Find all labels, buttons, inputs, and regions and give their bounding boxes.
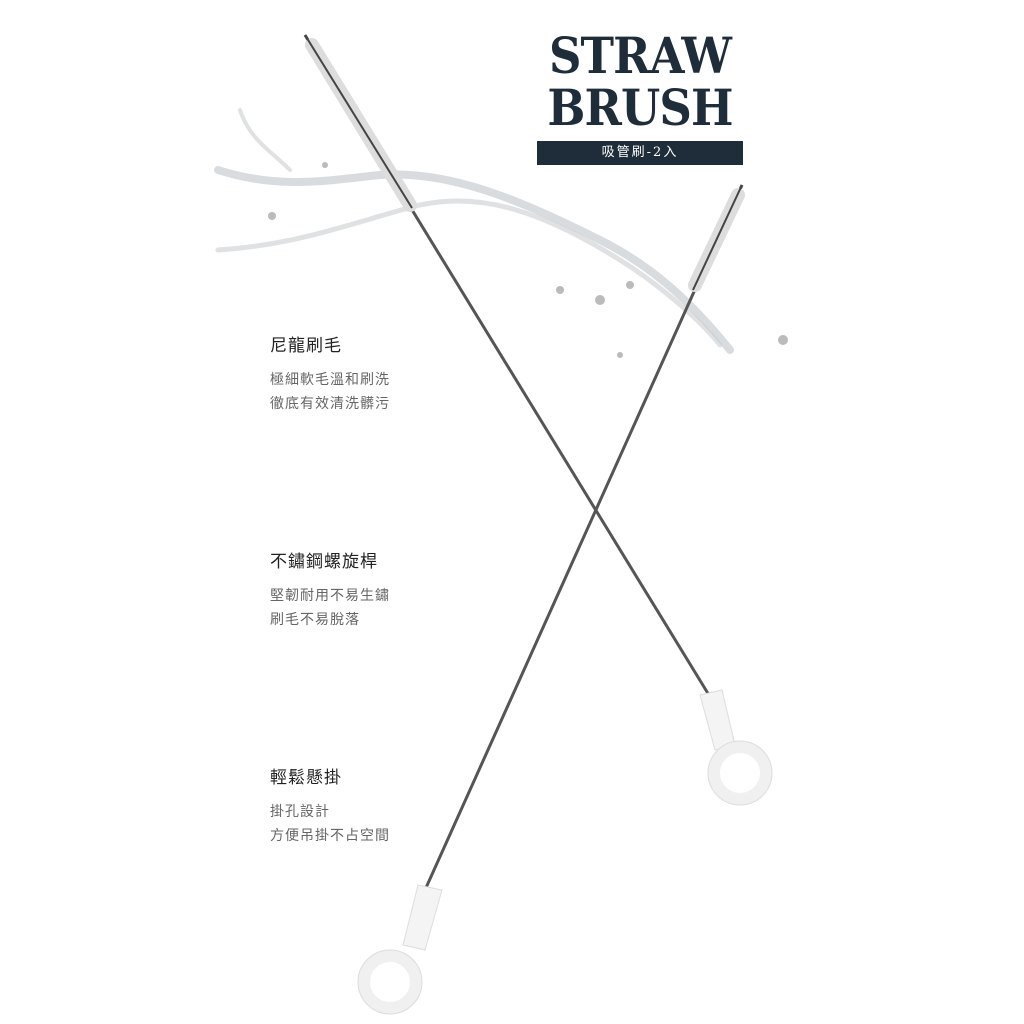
brush-1: [303, 34, 773, 806]
feature-line: 掛孔設計: [270, 804, 330, 820]
feature-steel-rod: 不鏽鋼螺旋桿 堅韌耐用不易生鏽 刷毛不易脫落: [270, 547, 390, 632]
feature-title: 輕鬆懸掛: [270, 768, 342, 788]
water-splash: [214, 108, 788, 358]
brush-2: [357, 184, 745, 1015]
title-line-1: STRAW: [548, 26, 732, 85]
feature-title: 尼龍刷毛: [270, 336, 342, 356]
feature-line: 徹底有效清洗髒污: [270, 396, 390, 412]
title-line-2: BRUSH: [547, 78, 733, 137]
feature-nylon-bristles: 尼龍刷毛 極細軟毛溫和刷洗 徹底有效清洗髒污: [270, 331, 390, 416]
feature-line: 堅韌耐用不易生鏽: [270, 588, 390, 604]
feature-line: 刷毛不易脫落: [270, 612, 360, 628]
feature-hanging: 輕鬆懸掛 掛孔設計 方便吊掛不占空間: [270, 763, 390, 848]
feature-line: 極細軟毛溫和刷洗: [270, 372, 390, 388]
feature-line: 方便吊掛不占空間: [270, 828, 390, 844]
feature-title: 不鏽鋼螺旋桿: [270, 552, 378, 572]
subtitle-banner: 吸管刷-2入: [537, 141, 743, 165]
